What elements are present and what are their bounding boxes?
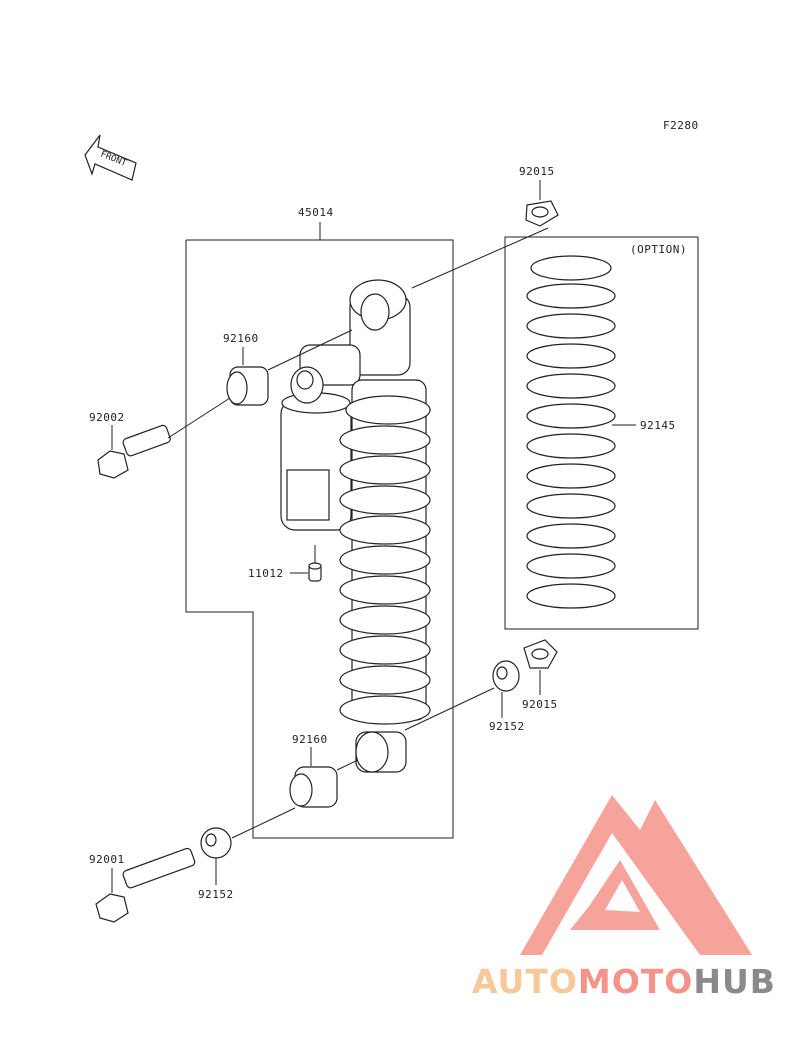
part-label: 92015	[522, 698, 558, 711]
shock-reservoir	[280, 392, 352, 531]
washer-lower-left	[200, 827, 232, 859]
collar-upper	[226, 366, 269, 406]
figure-code: F2280	[663, 119, 699, 132]
shock-bottom-eye	[355, 731, 407, 773]
watermark-auto: AUTO	[472, 962, 578, 1001]
part-label: 92001	[89, 853, 125, 866]
part-label: 92160	[223, 332, 259, 345]
bolt-upper	[97, 424, 171, 479]
part-label: 92002	[89, 411, 125, 424]
part-label: 92160	[292, 733, 328, 746]
shock-top-eye	[290, 279, 411, 404]
option-label: (OPTION)	[630, 243, 687, 256]
front-arrow-icon: FRONT	[84, 134, 137, 181]
valve-cap	[308, 562, 322, 582]
collar-lower	[289, 766, 338, 808]
part-label: 45014	[298, 206, 334, 219]
nut-top	[525, 200, 559, 227]
assembly-bracket	[185, 239, 454, 839]
washer-lower-right	[492, 660, 520, 692]
bolt-lower	[95, 847, 196, 923]
part-label: 92015	[519, 165, 555, 178]
option-spring	[526, 255, 616, 609]
watermark-wordmark: AUTOMOTOHUB	[472, 962, 794, 1001]
watermark-logo-icon	[520, 795, 752, 955]
part-label: 92145	[640, 419, 676, 432]
part-label: 11012	[248, 567, 284, 580]
part-label: 92152	[489, 720, 525, 733]
nut-lower	[523, 639, 558, 669]
watermark-moto: MOTO	[577, 962, 694, 1001]
part-label: 92152	[198, 888, 234, 901]
option-box	[504, 236, 699, 630]
watermark-hub: HUB	[693, 962, 776, 1001]
shock-spring	[339, 379, 431, 725]
